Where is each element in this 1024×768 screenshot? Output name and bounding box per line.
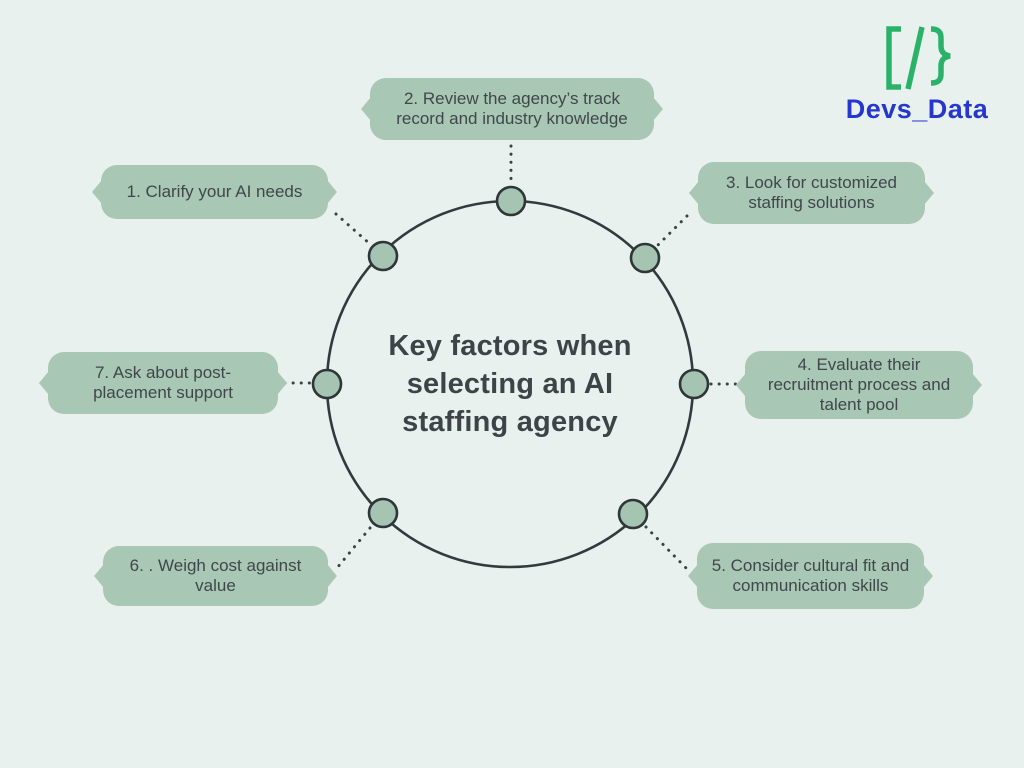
factor-label-1: 1. Clarify your AI needs [126, 182, 303, 201]
factor-callout-2: 2. Review the agency’s track record and … [370, 78, 654, 140]
factor-callout-5: 5. Consider cultural fit and communicati… [697, 543, 924, 609]
brand-name: Devs_Data [845, 94, 989, 124]
logo: Devs_Data [832, 24, 1002, 125]
factor-label-3: 3. Look for customized staffing solution… [725, 173, 898, 212]
connector-factor-6 [335, 526, 372, 570]
node-factor-5 [617, 498, 649, 530]
factor-label-5: 5. Consider cultural fit and communicati… [711, 556, 910, 595]
node-factor-1 [367, 240, 399, 272]
node-factor-3 [629, 242, 661, 274]
connector-factor-5 [644, 525, 691, 573]
factor-label-7: 7. Ask about post-placement support [93, 363, 233, 402]
node-factor-2 [495, 185, 527, 217]
center-title: Key factors when selecting an AI staffin… [388, 330, 632, 438]
factor-callout-7: 7. Ask about post-placement support [48, 352, 278, 414]
factor-label-4: 4. Evaluate their recruitment process an… [767, 355, 951, 414]
node-factor-6 [367, 497, 399, 529]
node-factor-7 [311, 368, 343, 400]
factor-label-6: 6. . Weigh cost against value [129, 556, 302, 595]
code-brackets-icon [886, 26, 951, 90]
factor-callout-3: 3. Look for customized staffing solution… [698, 162, 925, 224]
connector-factor-3 [655, 214, 689, 248]
factor-label-2: 2. Review the agency’s track record and … [396, 89, 628, 128]
factor-callout-1: 1. Clarify your AI needs [101, 165, 328, 219]
factor-callout-4: 4. Evaluate their recruitment process an… [745, 351, 973, 419]
connector-factor-1 [334, 212, 372, 246]
factor-callout-6: 6. . Weigh cost against value [103, 546, 328, 606]
node-factor-4 [678, 368, 710, 400]
